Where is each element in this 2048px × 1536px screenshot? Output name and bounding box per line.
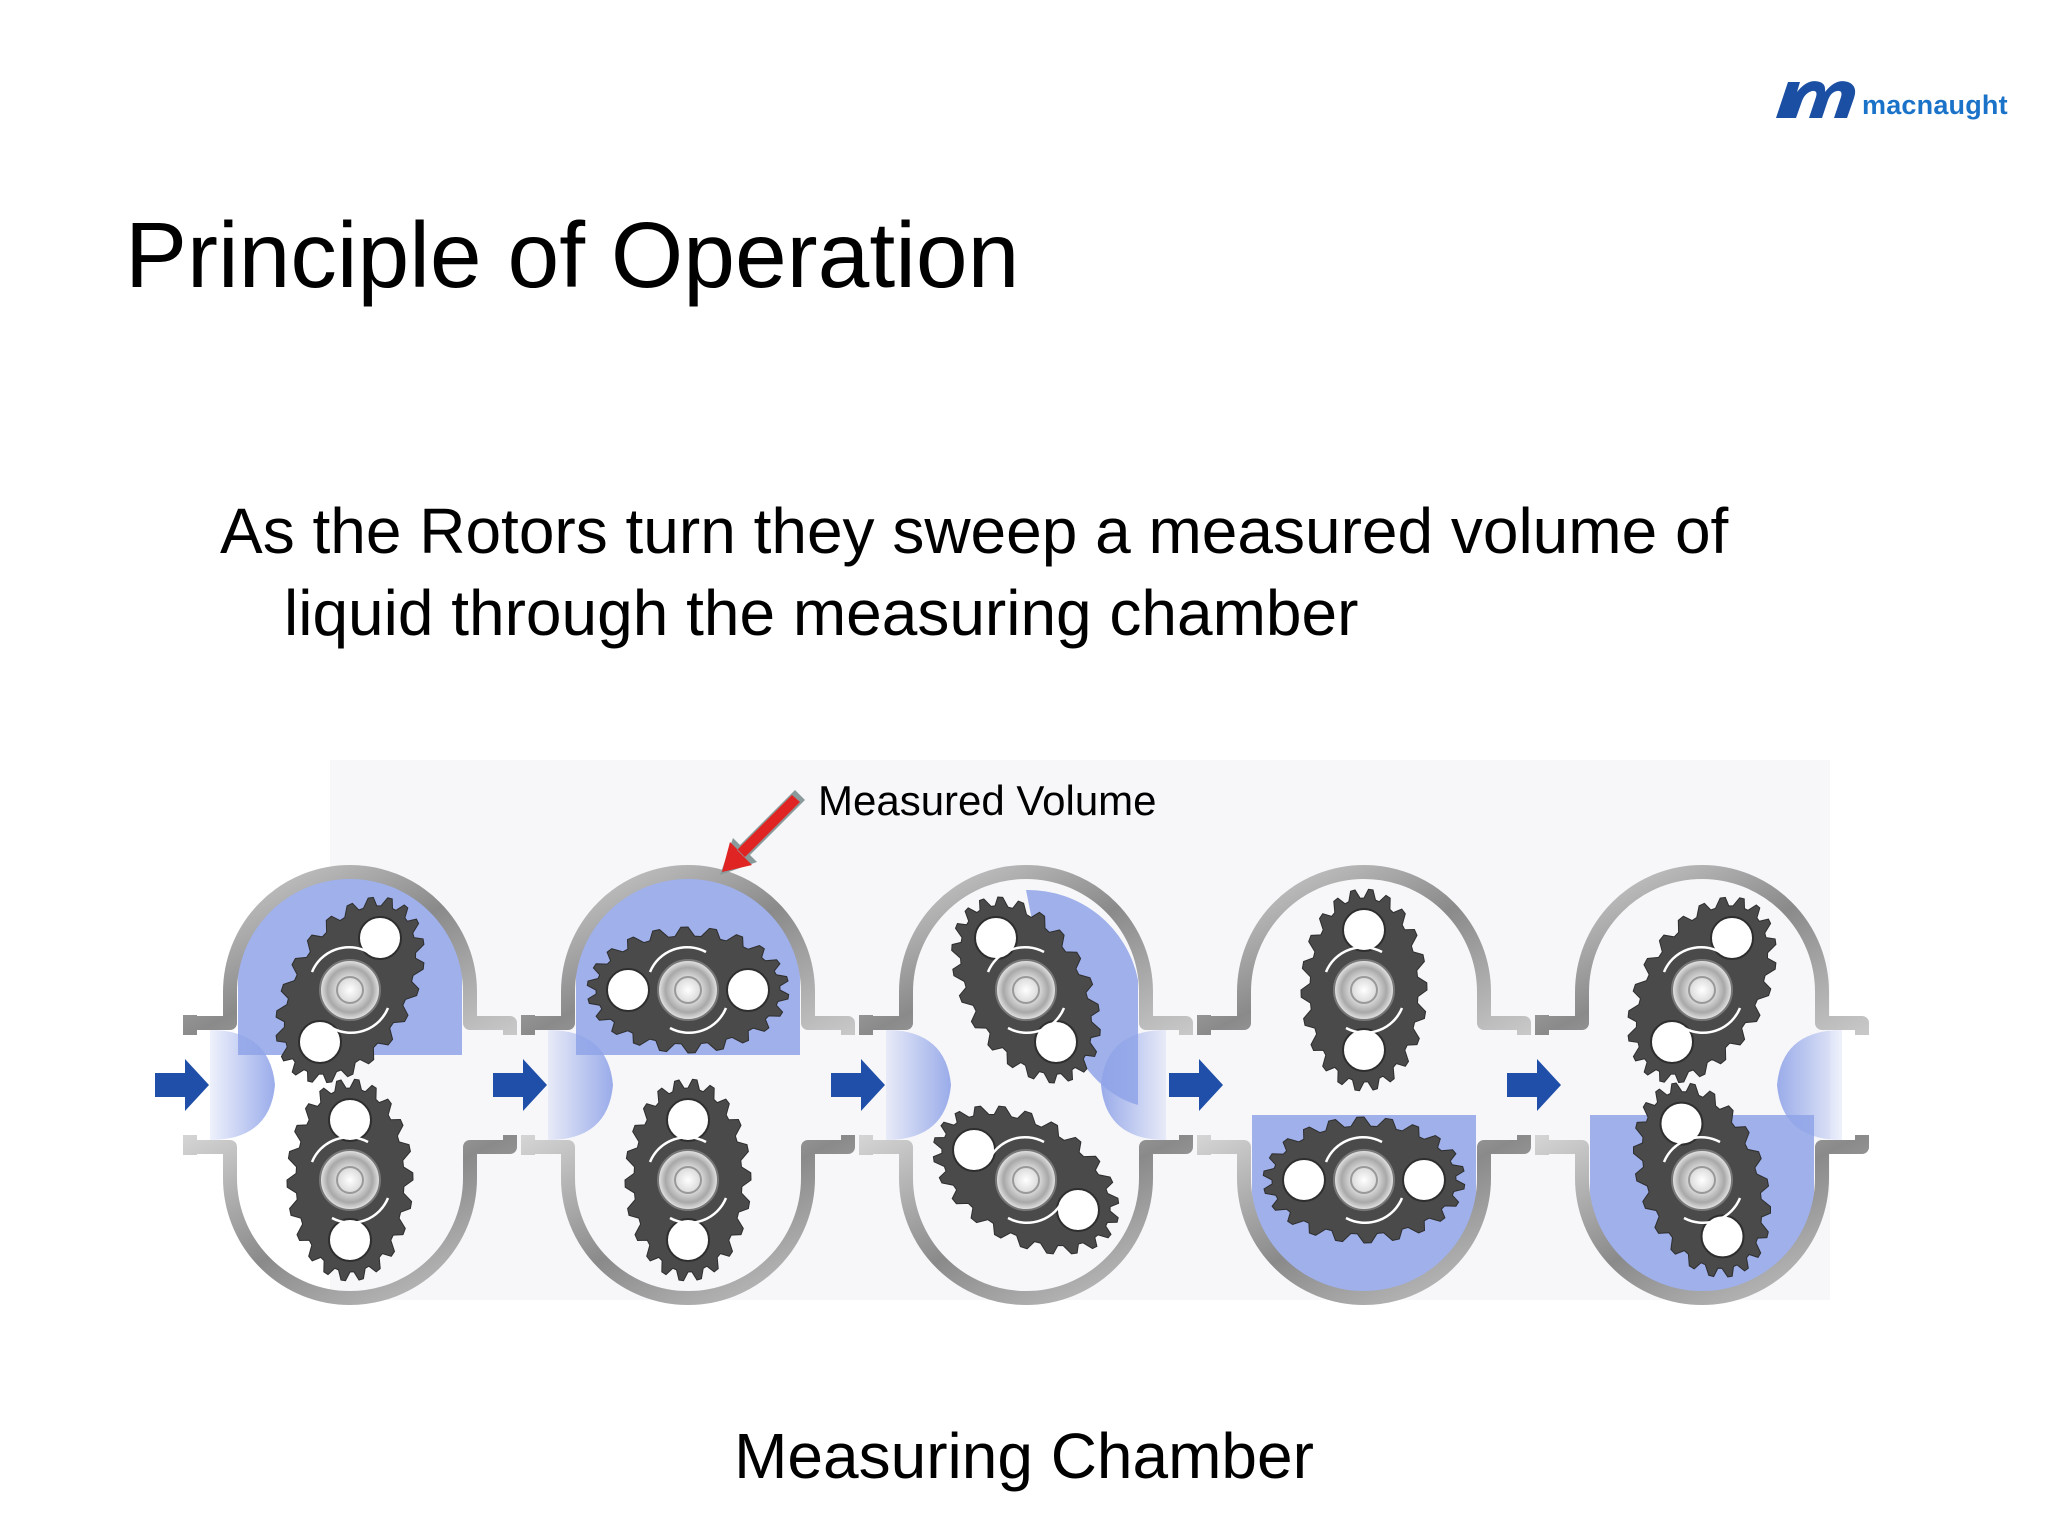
rotation-arrow-icon [1324, 1135, 1383, 1163]
flow-arrow-icon [831, 1059, 885, 1111]
chamber-stage-2 [493, 865, 855, 1305]
rotor-hub-ring [1012, 976, 1040, 1004]
chamber-housing-bottom [859, 1135, 1193, 1305]
rotor-hub [319, 1149, 381, 1211]
chamber-stage-4 [1169, 865, 1531, 1305]
rotor-hole [1282, 1158, 1326, 1202]
chamber-housing-top [1197, 865, 1531, 1035]
rotation-arrow-icon [1345, 1007, 1404, 1035]
rotor-hub-ring [1350, 976, 1378, 1004]
chamber-housing-bottom [1535, 1135, 1869, 1305]
chamber-housing-top [859, 865, 1193, 1035]
rotor-hub [995, 1149, 1057, 1211]
rotor-hub-ring [1012, 1166, 1040, 1194]
rotor-hub [995, 959, 1057, 1021]
rotation-arrow-icon [1662, 945, 1721, 973]
rotation-arrow-icon [1324, 945, 1383, 973]
body-line-1: As the Rotors turn they sweep a measured… [220, 495, 1729, 567]
rotor-hub-ring [1688, 976, 1716, 1004]
rotation-arrow-icon [986, 945, 1045, 973]
rotor-hole [974, 916, 1018, 961]
rotor-hole [1034, 1019, 1078, 1064]
chamber-housing-top [1535, 865, 1869, 1035]
rotation-arrow-icon [1683, 1197, 1742, 1225]
slide-title: Principle of Operation [125, 203, 1020, 307]
rotor-hole [726, 968, 770, 1012]
rotor-hole [1710, 916, 1754, 961]
inlet-fluid [210, 1030, 275, 1140]
rotation-arrow-icon [331, 1007, 390, 1035]
chamber-stage-3 [831, 865, 1193, 1305]
rotor-hub [657, 1149, 719, 1211]
rotation-arrow-icon [1683, 1007, 1742, 1035]
m-logo-icon [1776, 81, 1856, 118]
inlet-fluid [548, 1030, 613, 1140]
body-line-2: liquid through the measuring chamber [284, 577, 1359, 649]
chamber-housing-bottom [1197, 1135, 1531, 1305]
macnaught-logo: macnaught [1770, 70, 2010, 130]
rotor-hub-ring [674, 1166, 702, 1194]
measured-volume-label: Measured Volume [818, 777, 1157, 824]
rotation-arrow-icon [310, 1135, 369, 1163]
chamber-stage-5 [1507, 865, 1869, 1305]
rotor-hole [1650, 1019, 1694, 1064]
rotor-hole [358, 916, 402, 961]
outlet-fluid [1777, 1030, 1842, 1140]
rotor-hub [1333, 1149, 1395, 1211]
rotor-hub-ring [1350, 1166, 1378, 1194]
rotor-hole [1659, 1101, 1704, 1146]
flow-arrow-icon [1507, 1059, 1561, 1111]
flow-arrow-icon [493, 1059, 547, 1111]
rotor-hub [319, 959, 381, 1021]
chamber-housing-top [521, 865, 855, 1035]
flow-arrow-icon [1169, 1059, 1223, 1111]
rotation-arrow-icon [331, 1197, 390, 1225]
rotation-arrow-icon [1007, 1197, 1066, 1225]
chamber-housing-bottom [521, 1135, 855, 1305]
rotor-hub [1671, 959, 1733, 1021]
logo-wordmark: macnaught [1862, 90, 2008, 120]
slide-body: As the Rotors turn they sweep a measured… [220, 490, 1920, 654]
rotor-hole [666, 1098, 710, 1142]
flow-arrow-icon [155, 1059, 209, 1111]
rotation-arrow-icon [1345, 1197, 1404, 1225]
rotor-hole [1342, 908, 1386, 952]
rotation-arrow-icon [1662, 1135, 1721, 1163]
rotation-arrow-icon [1007, 1007, 1066, 1035]
rotor-hole [606, 968, 650, 1012]
rotor-hub [657, 959, 719, 1021]
diagram-caption: Measuring Chamber [734, 1420, 1314, 1492]
rotor-hole [666, 1218, 710, 1262]
inlet-fluid [886, 1030, 951, 1140]
rotor-hub [1333, 959, 1395, 1021]
rotation-arrow-icon [986, 1135, 1045, 1163]
rotation-arrow-icon [648, 1135, 707, 1163]
rotor-hole [328, 1098, 372, 1142]
rotor-hub-ring [336, 1166, 364, 1194]
rotor-hub-ring [336, 976, 364, 1004]
chamber-stage-1 [155, 865, 517, 1305]
rotation-arrow-icon [669, 1007, 728, 1035]
rotor-hub-ring [1688, 1166, 1716, 1194]
rotor-hole [1402, 1158, 1446, 1202]
rotor-hole [952, 1128, 997, 1172]
rotor-hole [328, 1218, 372, 1262]
rotation-arrow-icon [648, 945, 707, 973]
rotation-arrow-icon [669, 1197, 728, 1225]
rotor-hub [1671, 1149, 1733, 1211]
chamber-housing-bottom [183, 1135, 517, 1305]
rotor-hole [298, 1019, 342, 1064]
rotor-hole [1700, 1214, 1745, 1259]
rotation-arrow-icon [310, 945, 369, 973]
measured-volume-arrow [720, 790, 805, 875]
rotor-hole [1342, 1028, 1386, 1072]
chamber-housing-top [183, 865, 517, 1035]
rotor-hub-ring [674, 976, 702, 1004]
rotor-hole [1055, 1188, 1100, 1232]
